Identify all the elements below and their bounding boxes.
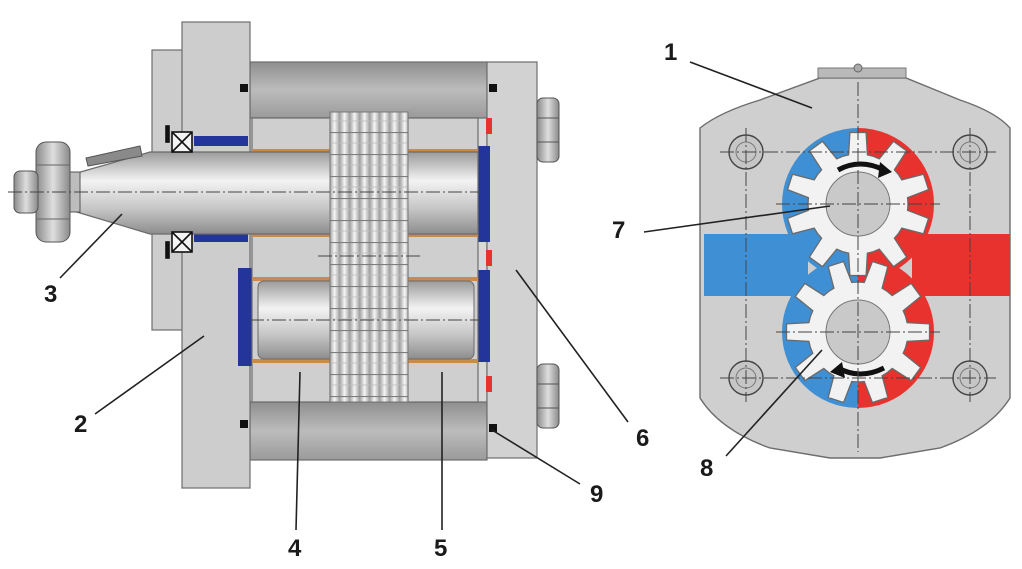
inlet-port [704,234,808,296]
part-label-1: 1 [664,39,677,66]
part-label-4: 4 [288,535,302,562]
shaft-key [85,145,143,167]
housing-body-top [249,61,488,119]
outlet-port [912,234,1010,296]
shaft-seals [194,136,490,366]
drive-shaft [69,151,479,235]
rear-bolt-bottom [536,363,560,429]
top-screw [853,63,863,73]
gear-teeth-section [329,111,409,403]
rotation-arrow-bottom-head [830,362,845,378]
part-labels: 1 2 3 4 5 6 7 8 9 [44,39,713,562]
rotation-arrow-top-head [878,162,892,178]
part-label-2: 2 [74,411,87,438]
front-cover [181,21,251,489]
ball-bearings [165,125,193,259]
part-label-5: 5 [434,535,447,562]
rear-seal-red [486,118,492,392]
rear-cover [486,61,538,459]
part-label-8: 8 [700,455,713,482]
pump-front-view [699,63,1011,459]
part-label-9: 9 [590,481,603,508]
housing-body-bottom [249,401,488,461]
part-label-3: 3 [44,281,57,308]
part-label-6: 6 [636,425,649,452]
pump-side-section [8,21,560,489]
part-label-7: 7 [612,217,625,244]
leader-lines [59,61,831,531]
o-rings [240,84,497,432]
front-centerlines [720,82,996,452]
rear-bolt-top [536,97,560,163]
